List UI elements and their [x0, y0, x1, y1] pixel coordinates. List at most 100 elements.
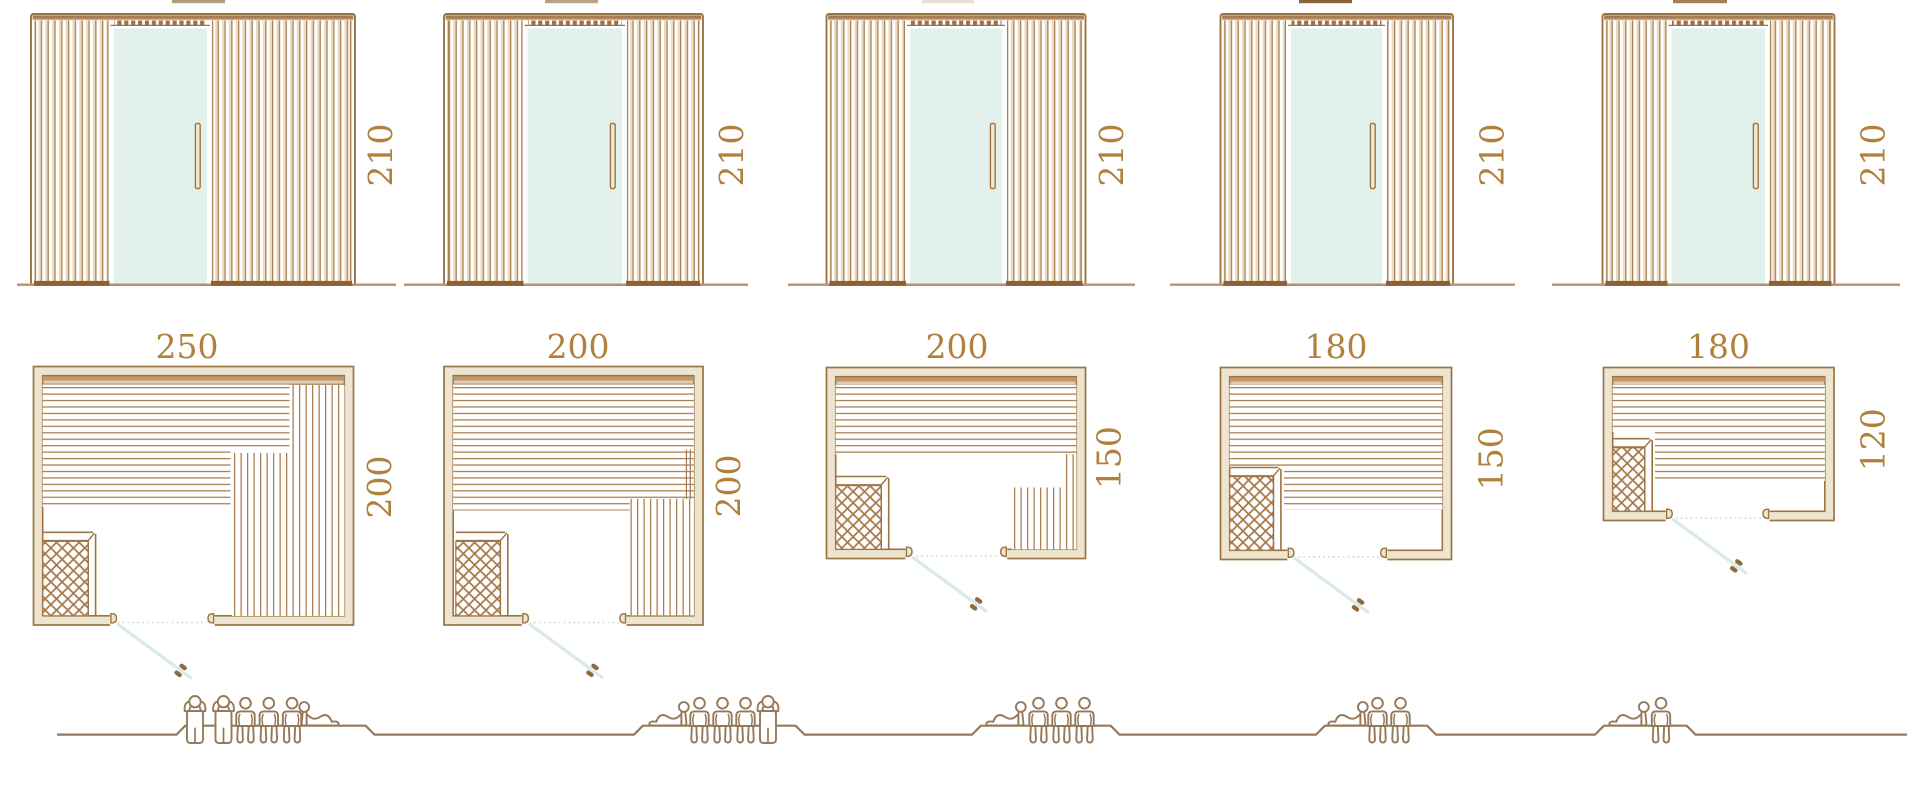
width-label: 200 — [547, 327, 610, 366]
wood-swatch — [172, 0, 225, 4]
bench-vertical — [232, 453, 290, 616]
width-label: 200 — [926, 327, 989, 366]
door-handle-icon — [969, 597, 983, 611]
person-sitting-icon — [1028, 696, 1049, 744]
glass-door — [1671, 28, 1765, 285]
height-label: 210 — [1092, 124, 1131, 187]
capacity-row — [1327, 696, 1411, 744]
person-sitting-icon — [1650, 696, 1672, 744]
person-sitting-icon — [689, 696, 710, 744]
height-label: 210 — [1853, 124, 1892, 187]
bench-horizontal — [1612, 384, 1825, 432]
elevation-view: 210 — [788, 0, 1135, 286]
person-sitting-icon — [281, 696, 303, 744]
door-track-dots — [1294, 556, 1380, 558]
heater-icon — [455, 531, 509, 617]
door-track-dots — [913, 555, 1000, 557]
depth-label: 200 — [709, 455, 748, 518]
width-label: 180 — [1687, 327, 1750, 366]
cabin-column-3: 210 200 150 — [788, 0, 1135, 744]
transom-slats — [910, 20, 1002, 25]
elevation-view: 210 — [1170, 0, 1515, 286]
glass-door — [113, 28, 207, 285]
plan-view: 180 120 — [1602, 327, 1893, 575]
door-handle-icon — [174, 663, 187, 678]
heater-icon — [42, 531, 97, 617]
door-handle-icon — [1730, 559, 1743, 573]
depth-label: 120 — [1854, 408, 1893, 471]
heater-icon — [1229, 466, 1282, 551]
height-label: 210 — [361, 124, 400, 187]
wall-slats-left — [1225, 20, 1286, 281]
glass-door — [1291, 28, 1382, 285]
person-lying-icon — [985, 701, 1027, 727]
wall-slats-right — [627, 20, 699, 281]
wall-slats-left — [448, 20, 522, 281]
person-sitting-icon — [712, 696, 733, 744]
door-handle-icon — [1369, 122, 1376, 190]
elevation-view: 210 — [17, 0, 400, 286]
bench-horizontal — [42, 384, 290, 450]
person-sitting-icon — [1051, 696, 1072, 744]
person-sitting-icon — [1074, 696, 1095, 744]
bench-horizontal — [835, 384, 1077, 455]
width-label: 250 — [156, 327, 219, 366]
bench-vertical — [629, 499, 694, 616]
door-track-dots — [117, 621, 207, 624]
person-lying-icon — [1327, 701, 1369, 727]
door-handle-icon — [609, 122, 616, 190]
height-label: 210 — [1473, 124, 1512, 187]
wood-swatch — [922, 0, 974, 4]
bench-horizontal — [1229, 384, 1443, 468]
plan-view: 200 150 — [825, 327, 1128, 613]
depth-label: 150 — [1471, 427, 1510, 490]
glass-door — [527, 28, 622, 285]
heater-icon — [1612, 437, 1653, 512]
plan-view: 200 200 — [443, 327, 748, 680]
depth-label: 150 — [1089, 426, 1128, 489]
transom-slats — [114, 20, 207, 25]
wall-slats-left — [1607, 20, 1666, 281]
capacity-row — [985, 696, 1095, 744]
person-sitting-icon — [735, 696, 756, 744]
person-sitting-icon — [1390, 696, 1411, 744]
wall-slats-right — [1770, 20, 1830, 281]
person-standing-icon — [183, 695, 207, 744]
door-handle-icon — [989, 122, 996, 190]
bench-horizontal — [42, 450, 231, 507]
bench-horizontal — [453, 384, 694, 450]
door-jamb — [522, 613, 530, 624]
door-handle-icon — [586, 663, 599, 678]
wall-slats-right — [212, 20, 351, 281]
bench-vertical — [289, 385, 345, 616]
door-handle-icon — [1351, 598, 1365, 612]
transom-slats — [1672, 20, 1765, 25]
door-jamb — [619, 613, 627, 624]
door-jamb — [1287, 547, 1295, 559]
transom-slats — [528, 20, 622, 25]
person-lying-icon — [298, 701, 340, 727]
bench-horizontal — [1655, 432, 1825, 481]
cabin-column-2: 210 200 200 — [404, 0, 780, 744]
door-jamb — [1379, 547, 1387, 559]
wood-swatch — [1673, 0, 1727, 4]
door-handle-icon — [194, 122, 201, 190]
door-jamb — [999, 546, 1007, 558]
person-sitting-icon — [235, 696, 256, 744]
bench-vertical — [1064, 454, 1077, 488]
person-lying-icon — [1608, 701, 1650, 727]
person-standing-icon — [212, 695, 235, 744]
bench-vertical — [1011, 487, 1077, 550]
wall-slats-left — [35, 20, 108, 281]
door-jamb — [905, 546, 913, 558]
elevation-view: 210 — [404, 0, 751, 286]
heater-icon — [835, 475, 890, 550]
wall-slats-left — [831, 20, 905, 281]
cabin-column-5: 210 180 120 — [1552, 0, 1900, 744]
